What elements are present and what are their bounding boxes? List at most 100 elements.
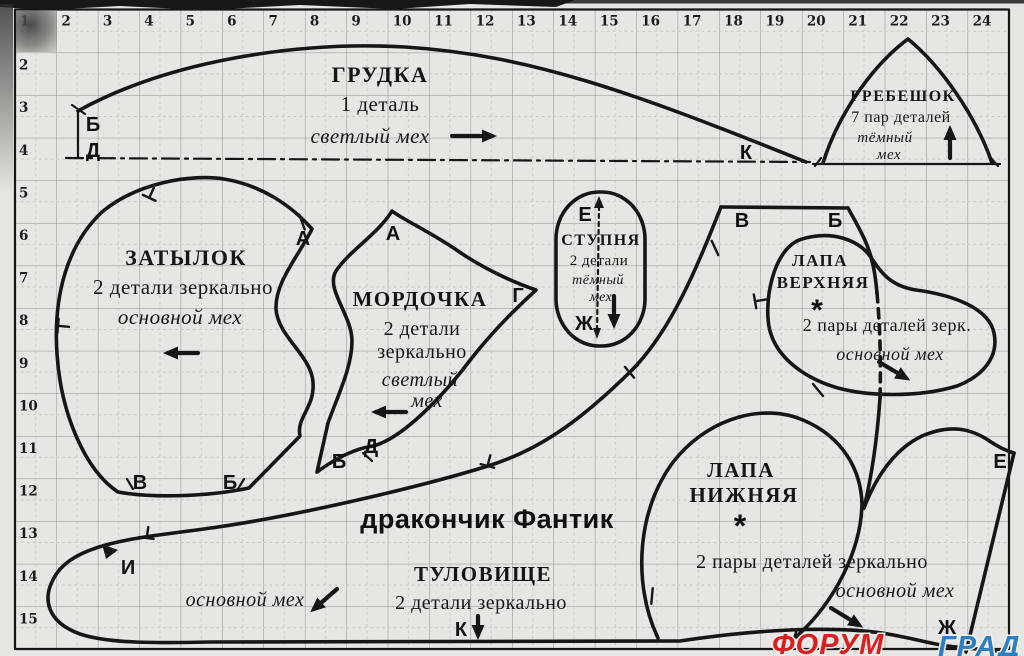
piece-lapa-verhnyaya: ЛАПА ВЕРХНЯЯ * 2 пары деталей зерк. осно… [765, 233, 997, 397]
marker-zatylok-v: В [133, 472, 147, 494]
notch [479, 454, 496, 469]
tulovishche-tail-lower [862, 396, 1016, 510]
lapa-verhnyaya-name-1: ЛАПА [792, 251, 848, 270]
grid-row-label: 3 [19, 100, 28, 116]
lapa-verhnyaya-quantity: 2 пары деталей зерк. [803, 315, 972, 335]
marker-neck-v: В [735, 210, 749, 232]
grid-col-label: 14 [558, 14, 577, 30]
grid-col-label: 23 [931, 14, 950, 30]
piece-mordochka: МОРДОЧКА 2 детали зеркально светлый мех [315, 209, 538, 474]
tulovishche-outline [46, 205, 1008, 654]
grebeshok-base [811, 156, 1002, 168]
stupnya-down-tick [593, 328, 601, 339]
lapa-nizhnyaya-nap-arrow [828, 605, 864, 628]
grudka-name: ГРУДКА [332, 62, 429, 87]
marker-neck-b: Б [828, 210, 842, 232]
grid-row-label: 9 [19, 356, 28, 372]
marker-body-i: И [121, 557, 135, 579]
zatylok-corner-ticks [125, 477, 246, 491]
grid-row-label: 8 [19, 313, 28, 329]
notch [623, 364, 640, 379]
tulovishche-nap-arrow [310, 586, 340, 613]
grudka-outline [76, 44, 808, 164]
piece-lapa-nizhnyaya: ЛАПА НИЖНЯЯ * 2 пары деталей зеркально о… [639, 411, 955, 640]
piece-zatylok: ЗАТЫЛОК 2 детали зеркально основной мех [54, 175, 315, 498]
grid-col-label: 24 [973, 14, 992, 30]
piece-grebeshok: ГРЕБЕШОК 7 пар деталей тёмный мех [811, 37, 1002, 168]
grid-row-label: 4 [19, 143, 28, 159]
grid-row-label: 13 [19, 526, 38, 542]
lapa-verhnyaya-name-2: ВЕРХНЯЯ [777, 273, 870, 292]
grid-row-label: 11 [19, 441, 38, 457]
lapa-verhnyaya-nap-arrow [876, 359, 911, 381]
grid-col-label: 12 [476, 14, 495, 30]
grid-col-label: 8 [310, 14, 319, 30]
mordochka-quantity-2: зеркально [377, 341, 467, 363]
grudka-left-edge [70, 103, 87, 160]
marker-tail-zh: Ж [937, 617, 957, 639]
marker-grudka-d: Д [86, 140, 100, 162]
tulovishche-tail-hidden [875, 291, 883, 400]
mordochka-fur-2: мех [410, 390, 443, 412]
grid-row-label: 10 [19, 398, 38, 414]
stupnya-quantity: 2 детали [570, 253, 629, 269]
grid-border [13, 8, 1011, 651]
notch [56, 317, 71, 334]
lapa-nizhnyaya-name-1: ЛАПА [707, 458, 775, 482]
grudka-fold-line [64, 156, 812, 164]
lapa-nizhnyaya-mark: * [734, 508, 747, 544]
grebeshok-outline [821, 37, 994, 165]
grid-row-label: 2 [19, 58, 28, 74]
marker-mordochka-g: Г [512, 285, 523, 307]
zatylok-outline [54, 175, 315, 498]
stupnya-up-tick [594, 196, 604, 208]
tulovishche-fur: основной мех [186, 589, 305, 611]
lapa-nizhnyaya-fur: основной мех [836, 580, 955, 602]
marker-letters: Б Д К А В Б А Г Б Д Е Ж В Б Е Ж И К [86, 114, 1007, 641]
notch [141, 186, 157, 202]
grid-row-label: 15 [19, 611, 38, 627]
tulovishche-tail-edge [964, 451, 1016, 654]
scan-corner-smudge [16, 10, 57, 52]
marker-zatylok-b: Б [223, 472, 237, 494]
tulovishche-tail-upper [846, 206, 879, 295]
grid-col-label: 17 [683, 14, 702, 30]
grid-col-label: 3 [103, 14, 112, 30]
marker-zatylok-a: А [296, 228, 310, 250]
grid-col-label: 18 [724, 14, 743, 30]
mordochka-quantity-1: 2 детали [384, 318, 461, 340]
lapa-nizhnyaya-name-2: НИЖНЯЯ [689, 483, 798, 507]
marker-tail-e: Е [993, 451, 1006, 473]
piece-tulovishche: дракончик Фантик ТУЛОВИЩЕ 2 детали зерка… [46, 205, 1016, 654]
scan-left-edge [0, 4, 13, 194]
stupnya-name: СТУПНЯ [561, 232, 640, 249]
tulovishche-i-tick [102, 544, 118, 559]
grid-col-label: 4 [144, 14, 153, 30]
notch [138, 525, 155, 541]
lapa-verhnyaya-fur: основной мех [836, 344, 943, 364]
marker-grudka-b: Б [86, 114, 100, 136]
stupnya-fur-1: тёмный [572, 273, 624, 288]
grid-col-label: 22 [890, 14, 909, 30]
lapa-verhnyaya-outline [765, 233, 997, 397]
grid-col-label: 5 [186, 14, 195, 30]
grid-col-label: 6 [227, 14, 236, 30]
marker-mordochka-d: Д [364, 436, 378, 458]
notch-tick [790, 629, 798, 647]
grid-col-label: 10 [393, 14, 412, 30]
notch-tick [650, 587, 654, 605]
grid-col-label: 15 [600, 14, 619, 30]
seam-notches [56, 186, 825, 647]
watermark-word2: ГРАД [938, 631, 1020, 656]
grid-col-label: 9 [351, 14, 360, 30]
zatylok-quantity: 2 детали зеркально [93, 275, 273, 299]
notch-tick [298, 213, 306, 231]
watermark: ФОРУМ ГРАД [771, 628, 1021, 656]
marker-stupnya-e: Е [578, 204, 591, 226]
mordochka-outline [315, 209, 538, 474]
notch-tick [710, 239, 720, 257]
grid-col-label: 11 [434, 14, 453, 30]
scan-top-tear [0, 0, 575, 10]
grid-row-label: 7 [19, 271, 28, 287]
